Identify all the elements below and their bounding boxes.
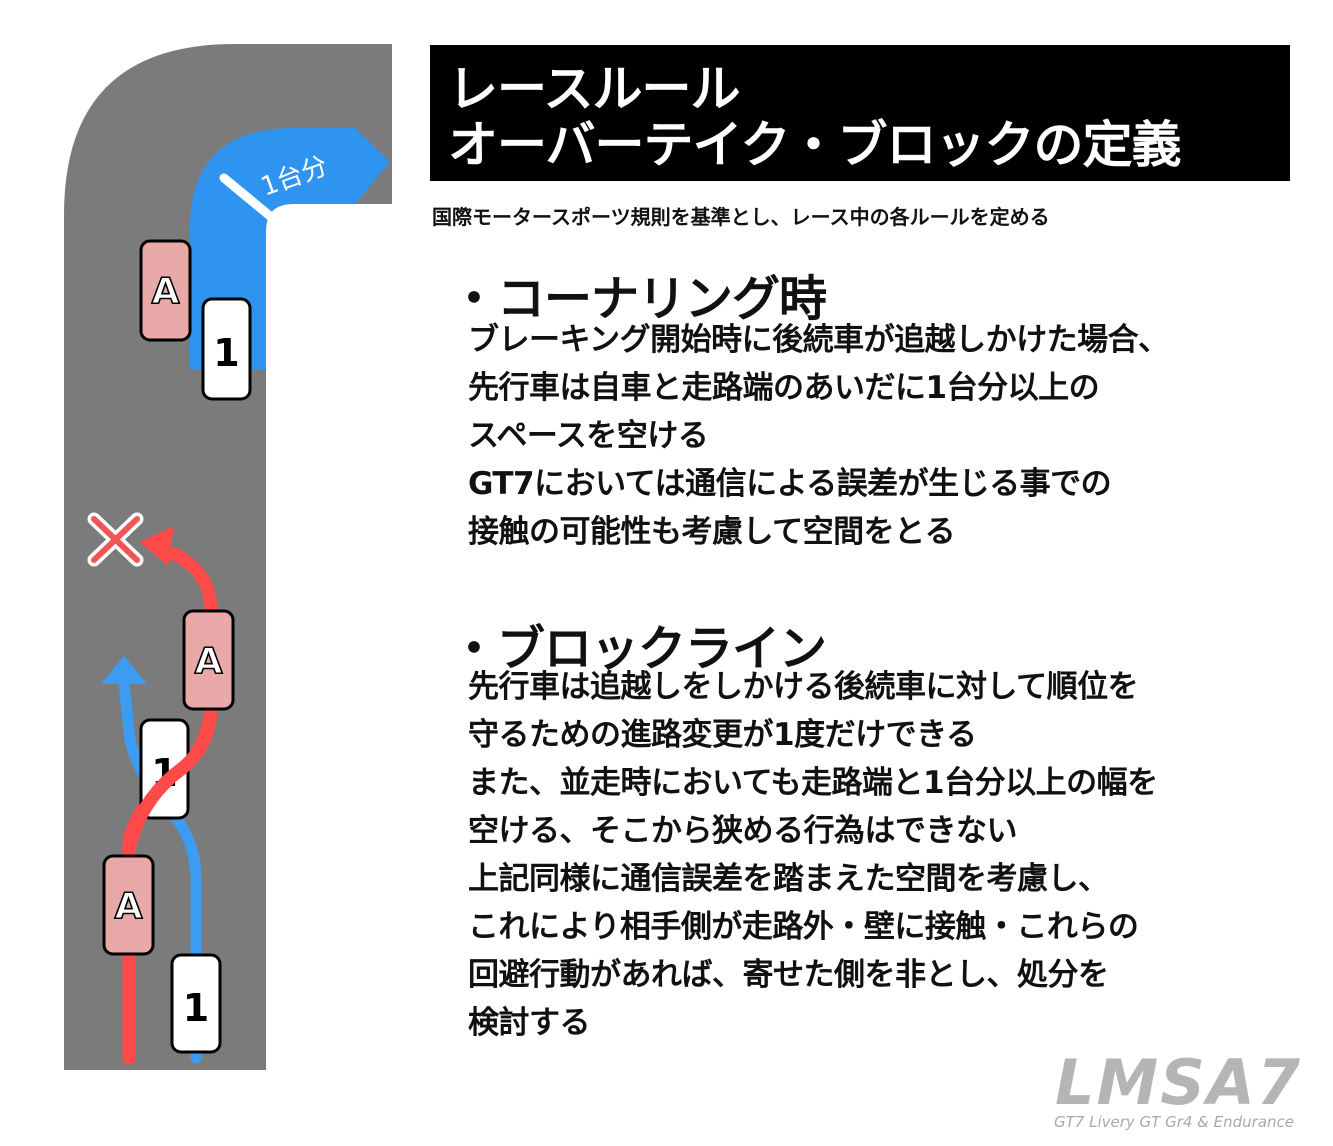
logo-tagline: GT7 Livery GT Gr4 & Endurance bbox=[1053, 1113, 1294, 1131]
car-1-label: 1 bbox=[183, 986, 209, 1030]
car-a-block-lower: A bbox=[102, 854, 155, 956]
body-line: 先行車は自車と走路端のあいだに1台分以上の bbox=[468, 370, 1100, 406]
body-line: 先行車は追越しをしかける後続車に対して順位を bbox=[468, 669, 1139, 705]
car-1-label: 1 bbox=[213, 331, 239, 375]
car-a-label: A bbox=[152, 271, 180, 312]
page-title-line2: オーバーテイク・ブロックの定義 bbox=[448, 116, 1182, 174]
car-1-block-lower: 1 bbox=[170, 953, 222, 1054]
red-path-overlay bbox=[122, 693, 218, 857]
x-mark-icon bbox=[87, 512, 144, 567]
title-box: レースルール オーバーテイク・ブロックの定義 bbox=[430, 45, 1290, 181]
blue-arrowhead bbox=[101, 656, 147, 684]
section-body-blockline: 先行車は追越しをしかける後続車に対して順位を 守るための進路変更が1度だけできる… bbox=[468, 663, 1158, 1047]
body-line: 空ける、そこから狭める行為はできない bbox=[468, 813, 1017, 849]
section-heading-cornering: ・コーナリング時 bbox=[450, 271, 827, 327]
page-subtitle: 国際モータースポーツ規則を基準とし、レース中の各ルールを定める bbox=[432, 205, 1050, 229]
body-line: スペースを空ける bbox=[468, 418, 709, 454]
body-line: これにより相手側が走路外・壁に接触・これらの bbox=[468, 909, 1139, 945]
body-line: 回避行動があれば、寄せた側を非とし、処分を bbox=[468, 957, 1109, 993]
body-line: 接触の可能性も考慮して空間をとる bbox=[468, 514, 956, 550]
body-line: 検討する bbox=[468, 1005, 590, 1041]
car-a-cornering: A bbox=[139, 239, 192, 342]
car-a-label: A bbox=[115, 886, 143, 927]
body-line: ブレーキング開始時に後続車が追越しかけた場合、 bbox=[468, 322, 1169, 358]
section-body-cornering: ブレーキング開始時に後続車が追越しかけた場合、 先行車は自車と走路端のあいだに1… bbox=[468, 316, 1169, 556]
page-title-line1: レースルール bbox=[448, 60, 741, 118]
track-diagram: 1台分 A 1 1 A A 1 bbox=[64, 44, 392, 1070]
body-line: 上記同様に通信誤差を踏まえた空間を考慮し、 bbox=[468, 861, 1109, 897]
section-heading-blockline: ・ブロックライン bbox=[450, 621, 827, 677]
car-1-cornering: 1 bbox=[201, 297, 252, 401]
body-line: 守るための進路変更が1度だけできる bbox=[468, 717, 977, 753]
car-a-label: A bbox=[195, 641, 223, 682]
body-line: GT7においては通信による誤差が生じる事での bbox=[468, 466, 1112, 502]
body-line: また、並走時においても走路端と1台分以上の幅を bbox=[468, 765, 1158, 801]
red-arrowhead bbox=[140, 526, 174, 566]
gap-marker bbox=[219, 173, 281, 226]
logo: LMSA7 bbox=[1055, 1046, 1302, 1119]
car-a-block-upper: A bbox=[182, 609, 235, 711]
